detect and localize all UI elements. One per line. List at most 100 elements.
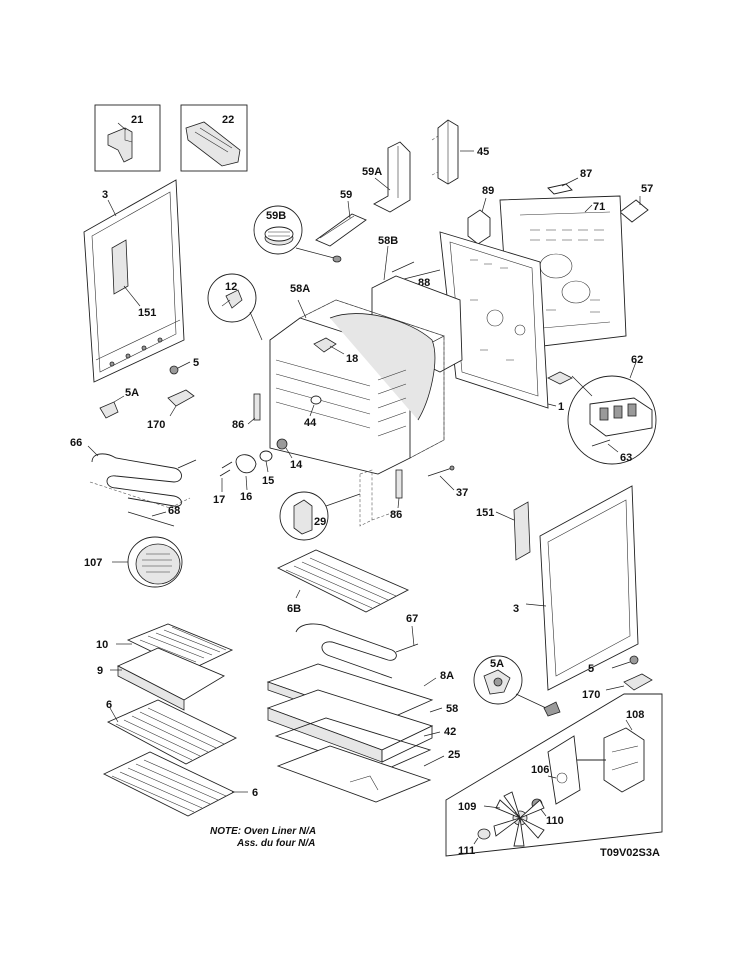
part-14-sensor: 14: [276, 438, 303, 471]
part-25-bottom-pan: 25: [276, 745, 460, 803]
part-29-callout: 29: [279, 491, 361, 541]
label-29: 29: [314, 516, 326, 528]
part-16-cover: 16: [235, 454, 257, 503]
part-89-bracket: 89: [467, 185, 494, 245]
part-37-wire: 37: [427, 465, 468, 499]
part-67-broil-element: 67: [295, 613, 418, 679]
label-59b: 59B: [266, 210, 286, 222]
part-87-tab: 87: [547, 168, 592, 195]
label-151-right: 151: [476, 507, 494, 519]
label-22: 22: [222, 114, 234, 126]
label-106: 106: [531, 764, 549, 776]
label-12: 12: [225, 281, 237, 293]
label-3-right: 3: [513, 603, 519, 615]
label-45: 45: [477, 146, 489, 158]
label-110: 110: [546, 815, 564, 827]
part-6b-oven-rack: 6B: [276, 549, 410, 615]
part-58a-oven-cavity: 58A: [269, 283, 445, 475]
label-107: 107: [84, 557, 102, 569]
label-67: 67: [406, 613, 418, 625]
label-9: 9: [97, 665, 103, 677]
label-71: 71: [593, 201, 605, 213]
part-108-fan-motor: 108: [570, 709, 645, 793]
part-21-inset: 21: [94, 104, 161, 172]
label-25: 25: [448, 749, 460, 761]
note-line-2: Ass. du four N/A: [236, 838, 315, 849]
label-17: 17: [213, 494, 225, 506]
label-151-left: 151: [138, 307, 156, 319]
label-170-left: 170: [147, 419, 165, 431]
part-5-right-screw: 5: [588, 655, 639, 675]
part-3-left-side-panel: 3: [83, 179, 185, 383]
cavity-lower-frame: [359, 469, 401, 527]
part-58-insulation-pad: 58: [266, 689, 458, 763]
label-6-top: 6: [106, 699, 112, 711]
label-57: 57: [641, 183, 653, 195]
figure-code: T09V02S3A: [600, 847, 660, 859]
label-68: 68: [168, 505, 180, 517]
label-86-right: 86: [390, 509, 402, 521]
part-151-left-bracket: 151: [111, 239, 156, 319]
label-5-left: 5: [193, 357, 199, 369]
part-170-left-leg: 170: [147, 389, 195, 431]
label-66: 66: [70, 437, 82, 449]
label-8a: 8A: [440, 670, 454, 682]
part-106-bracket: 106: [531, 735, 581, 805]
part-5a-right-callout: 5A: [473, 655, 561, 717]
part-151-right-bracket: 151: [476, 501, 531, 561]
label-87: 87: [580, 168, 592, 180]
part-12-callout: 12: [207, 273, 263, 341]
label-44: 44: [304, 417, 317, 429]
part-15-lens: 15: [259, 450, 274, 487]
label-42: 42: [444, 726, 456, 738]
label-15: 15: [262, 475, 274, 487]
label-170-right: 170: [582, 689, 600, 701]
label-21: 21: [131, 114, 143, 126]
part-18-bracket: 18: [313, 337, 358, 365]
part-17-clip: 17: [213, 461, 233, 506]
part-109-fan-blade: 109: [458, 791, 545, 847]
label-6-bottom: 6: [252, 787, 258, 799]
label-109: 109: [458, 801, 476, 813]
label-16: 16: [240, 491, 252, 503]
label-1: 1: [558, 401, 564, 413]
part-57-plate: 57: [619, 183, 653, 223]
part-88-wire: 88: [391, 261, 441, 289]
part-59b-callout: 59B: [253, 205, 342, 263]
label-5-right: 5: [588, 663, 594, 675]
part-59a-duct: 59A: [362, 141, 411, 213]
label-6b: 6B: [287, 603, 301, 615]
convection-fan-assembly-box: 108 106 110 109 111: [445, 693, 663, 857]
part-86-right-support: 86: [390, 469, 403, 521]
part-6-oven-rack-top: 6: [106, 699, 238, 765]
part-44-light: 44: [304, 395, 322, 429]
label-5a-left: 5A: [125, 387, 139, 399]
part-59-duct: 59: [315, 189, 367, 247]
label-10: 10: [96, 639, 108, 651]
part-62-terminal-callout: 62 63: [547, 354, 657, 465]
label-111: 111: [458, 845, 475, 857]
label-86-left: 86: [232, 419, 244, 431]
label-3-left: 3: [102, 189, 108, 201]
part-86-left-support: 86: [232, 393, 261, 431]
label-58: 58: [446, 703, 458, 715]
label-58a: 58A: [290, 283, 310, 295]
note-block: NOTE: Oven Liner N/A Ass. du four N/A: [210, 826, 316, 849]
part-170-right-leg: 170: [582, 673, 653, 701]
part-111-nut: 111: [458, 828, 491, 857]
label-108: 108: [626, 709, 644, 721]
label-63: 63: [620, 452, 632, 464]
part-6-oven-rack-bottom: 6: [102, 751, 258, 817]
part-45-bracket: 45: [431, 119, 489, 185]
part-107-vent-cover: 107: [84, 536, 183, 588]
part-5-left-screw: 5: [169, 357, 199, 375]
label-18: 18: [346, 353, 358, 365]
note-line-1: NOTE: Oven Liner N/A: [210, 826, 316, 837]
part-68-heat-shield: 68: [89, 481, 191, 527]
part-5a-left-leveler: 5A: [99, 387, 139, 419]
part-3-right-side-panel: 3: [513, 485, 639, 691]
label-37: 37: [456, 487, 468, 499]
part-66-bake-element: 66: [70, 437, 197, 507]
label-59: 59: [340, 189, 352, 201]
